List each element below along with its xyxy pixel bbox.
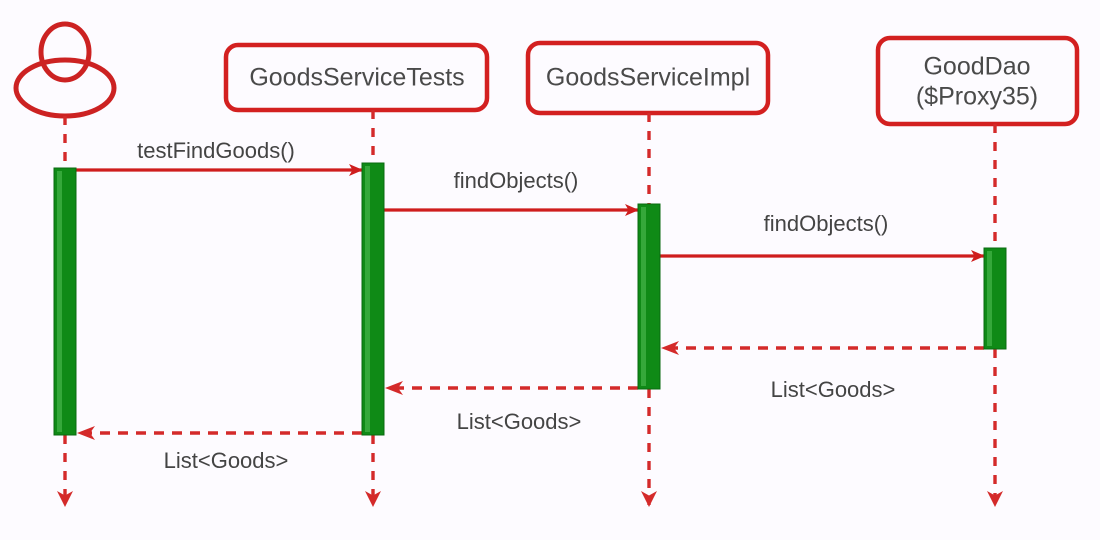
activation-bar-goodsservicetests[interactable] <box>361 162 385 436</box>
message-6-return-list-goods[interactable]: List<Goods> <box>77 426 362 473</box>
participant-actor[interactable] <box>13 21 117 507</box>
activation-bar-gooddao[interactable] <box>983 247 1007 350</box>
message-3-findobjects[interactable]: findObjects() <box>660 211 985 262</box>
participant-box-goodsservicetests[interactable] <box>223 42 490 113</box>
message-4-return-list-goods[interactable]: List<Goods> <box>661 341 984 402</box>
message-5-label: List<Goods> <box>457 409 582 434</box>
activation-bar-goodsserviceimpl[interactable] <box>637 203 661 390</box>
actor-stick-figure-icon <box>13 21 117 119</box>
message-4-label: List<Goods> <box>771 377 896 402</box>
message-2-label: findObjects() <box>454 168 579 193</box>
message-5-return-list-goods[interactable]: List<Goods> <box>385 381 638 434</box>
message-1-label: testFindGoods() <box>137 138 295 163</box>
message-3-label: findObjects() <box>764 211 889 236</box>
participant-gooddao[interactable]: GoodDao ($Proxy35) <box>875 35 1080 507</box>
participant-label-gooddao-line1: GoodDao <box>923 53 1030 81</box>
participant-goodsservicetests[interactable]: GoodsServiceTests <box>223 42 490 507</box>
activation-bar-actor[interactable] <box>53 167 77 436</box>
participant-goodsserviceimpl[interactable]: GoodsServiceImpl <box>525 40 771 507</box>
participant-label-goodsservicetests: GoodsServiceTests <box>249 64 464 92</box>
message-2-findobjects[interactable]: findObjects() <box>384 168 639 216</box>
participant-box-gooddao[interactable] <box>875 35 1080 127</box>
message-1-testfindgoods[interactable]: testFindGoods() <box>76 138 363 176</box>
participant-label-gooddao-line2: ($Proxy35) <box>916 83 1038 111</box>
participant-label-goodsserviceimpl: GoodsServiceImpl <box>546 64 750 92</box>
message-6-label: List<Goods> <box>164 448 289 473</box>
